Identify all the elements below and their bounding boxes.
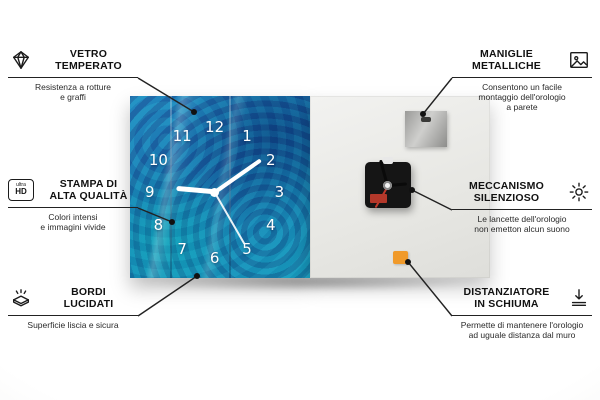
title-line: MANIGLIE — [480, 47, 533, 60]
title-line: SILENZIOSO — [473, 191, 540, 204]
clock-number-8: 8 — [153, 216, 164, 235]
clock-number-9: 9 — [145, 183, 155, 202]
title-line: STAMPA DI — [59, 177, 118, 190]
desc-line: e immagini vivide — [40, 222, 106, 232]
clock-number-7: 7 — [177, 240, 187, 259]
desc-line: ad uguale distanza dal muro — [468, 330, 576, 340]
badge-text: HD — [15, 187, 27, 196]
callout-description: Colori intensi e immagini vivide — [8, 212, 138, 232]
desc-line: Le lancette dell'orologio — [477, 214, 567, 224]
callout-maniglie-metalliche: MANIGLIE METALLICHE Consentono un facile… — [452, 46, 592, 112]
callout-title: BORDI LUCIDATI — [39, 286, 138, 310]
callout-header: VETRO TEMPERATO — [8, 46, 138, 78]
title-line: IN SCHIUMA — [474, 297, 539, 310]
picture-frame-icon — [566, 47, 592, 73]
clock-back-panel — [310, 96, 490, 278]
glass-seam — [169, 96, 172, 278]
title-line: DISTANZIATORE — [463, 285, 550, 298]
desc-line: Superficie liscia e sicura — [27, 320, 119, 330]
desc-line: Resistenza a rotture — [34, 82, 112, 92]
clock-number-2: 2 — [265, 150, 276, 169]
ultra-hd-icon: ultra HD — [8, 177, 34, 203]
clock-number-11: 11 — [172, 126, 192, 145]
polished-edge-icon — [8, 285, 34, 311]
hanger-slot — [421, 117, 431, 122]
callout-header: MANIGLIE METALLICHE — [452, 46, 592, 78]
desc-line: montaggio dell'orologio — [478, 92, 566, 102]
metal-hanger-plate — [405, 111, 447, 147]
callout-vetro-temperato: VETRO TEMPERATO Resistenza a rotture e g… — [8, 46, 138, 102]
callout-header: ultra HD STAMPA DI ALTA QUALITÀ — [8, 176, 138, 208]
foam-spacer — [393, 251, 408, 264]
mechanism-hook — [383, 157, 393, 164]
callout-header: MECCANISMO SILENZIOSO — [452, 178, 592, 210]
desc-line: Colori intensi — [48, 212, 98, 222]
desc-line: e graffi — [60, 92, 86, 102]
title-line: BORDI — [71, 285, 106, 298]
desc-line: Permette di mantenere l'orologio — [460, 320, 584, 330]
title-line: ALTA QUALITÀ — [49, 189, 128, 202]
title-line: LUCIDATI — [63, 297, 114, 310]
callout-header: DISTANZIATORE IN SCHIUMA — [452, 284, 592, 316]
clock-front-panel: 12 1 2 3 4 5 6 7 8 9 10 11 — [130, 96, 310, 278]
callout-distanziatore-schiuma: DISTANZIATORE IN SCHIUMA Permette di man… — [452, 284, 592, 340]
clock-number-6: 6 — [209, 248, 220, 267]
callout-description: Consentono un facile montaggio dell'orol… — [452, 82, 592, 112]
desc-line: Consentono un facile — [482, 82, 562, 92]
callout-title: MECCANISMO SILENZIOSO — [452, 180, 561, 204]
gear-icon — [566, 179, 592, 205]
desc-line: non emetton alcun suono — [474, 224, 570, 234]
clock-number-5: 5 — [242, 240, 252, 259]
badge-text: ultra — [16, 182, 26, 188]
foam-spacer-icon — [566, 285, 592, 311]
battery — [370, 194, 387, 203]
callout-description: Superficie liscia e sicura — [8, 320, 138, 330]
clock-mechanism — [365, 157, 411, 208]
callout-description: Permette di mantenere l'orologio ad ugua… — [452, 320, 592, 340]
clock-center-cap — [210, 187, 220, 197]
title-line: VETRO — [69, 47, 108, 60]
callout-bordi-lucidati: BORDI LUCIDATI Superficie liscia e sicur… — [8, 284, 138, 330]
callout-title: MANIGLIE METALLICHE — [452, 48, 561, 72]
title-line: METALLICHE — [472, 59, 541, 72]
clock-number-12: 12 — [205, 117, 225, 136]
title-line: TEMPERATO — [55, 59, 122, 72]
clock-number-1: 1 — [242, 126, 252, 145]
callout-header: BORDI LUCIDATI — [8, 284, 138, 316]
callout-title: VETRO TEMPERATO — [39, 48, 138, 72]
clock-number-4: 4 — [265, 216, 276, 235]
desc-line: a parete — [506, 102, 538, 112]
clock-number-3: 3 — [274, 183, 285, 202]
ultra-hd-badge: ultra HD — [8, 178, 34, 201]
title-line: MECCANISMO — [469, 179, 544, 192]
mechanism-hub — [383, 181, 392, 190]
callout-description: Resistenza a rotture e graffi — [8, 82, 138, 102]
callout-title: STAMPA DI ALTA QUALITÀ — [39, 178, 138, 202]
callout-description: Le lancette dell'orologio non emetton al… — [452, 214, 592, 234]
callout-stampa-alta-qualita: ultra HD STAMPA DI ALTA QUALITÀ Colori i… — [8, 176, 138, 232]
callout-title: DISTANZIATORE IN SCHIUMA — [452, 286, 561, 310]
diamond-icon — [8, 47, 34, 73]
glass-seam — [229, 96, 231, 278]
callout-meccanismo-silenzioso: MECCANISMO SILENZIOSO Le lancette dell'o… — [452, 178, 592, 234]
clock-number-10: 10 — [148, 150, 168, 169]
